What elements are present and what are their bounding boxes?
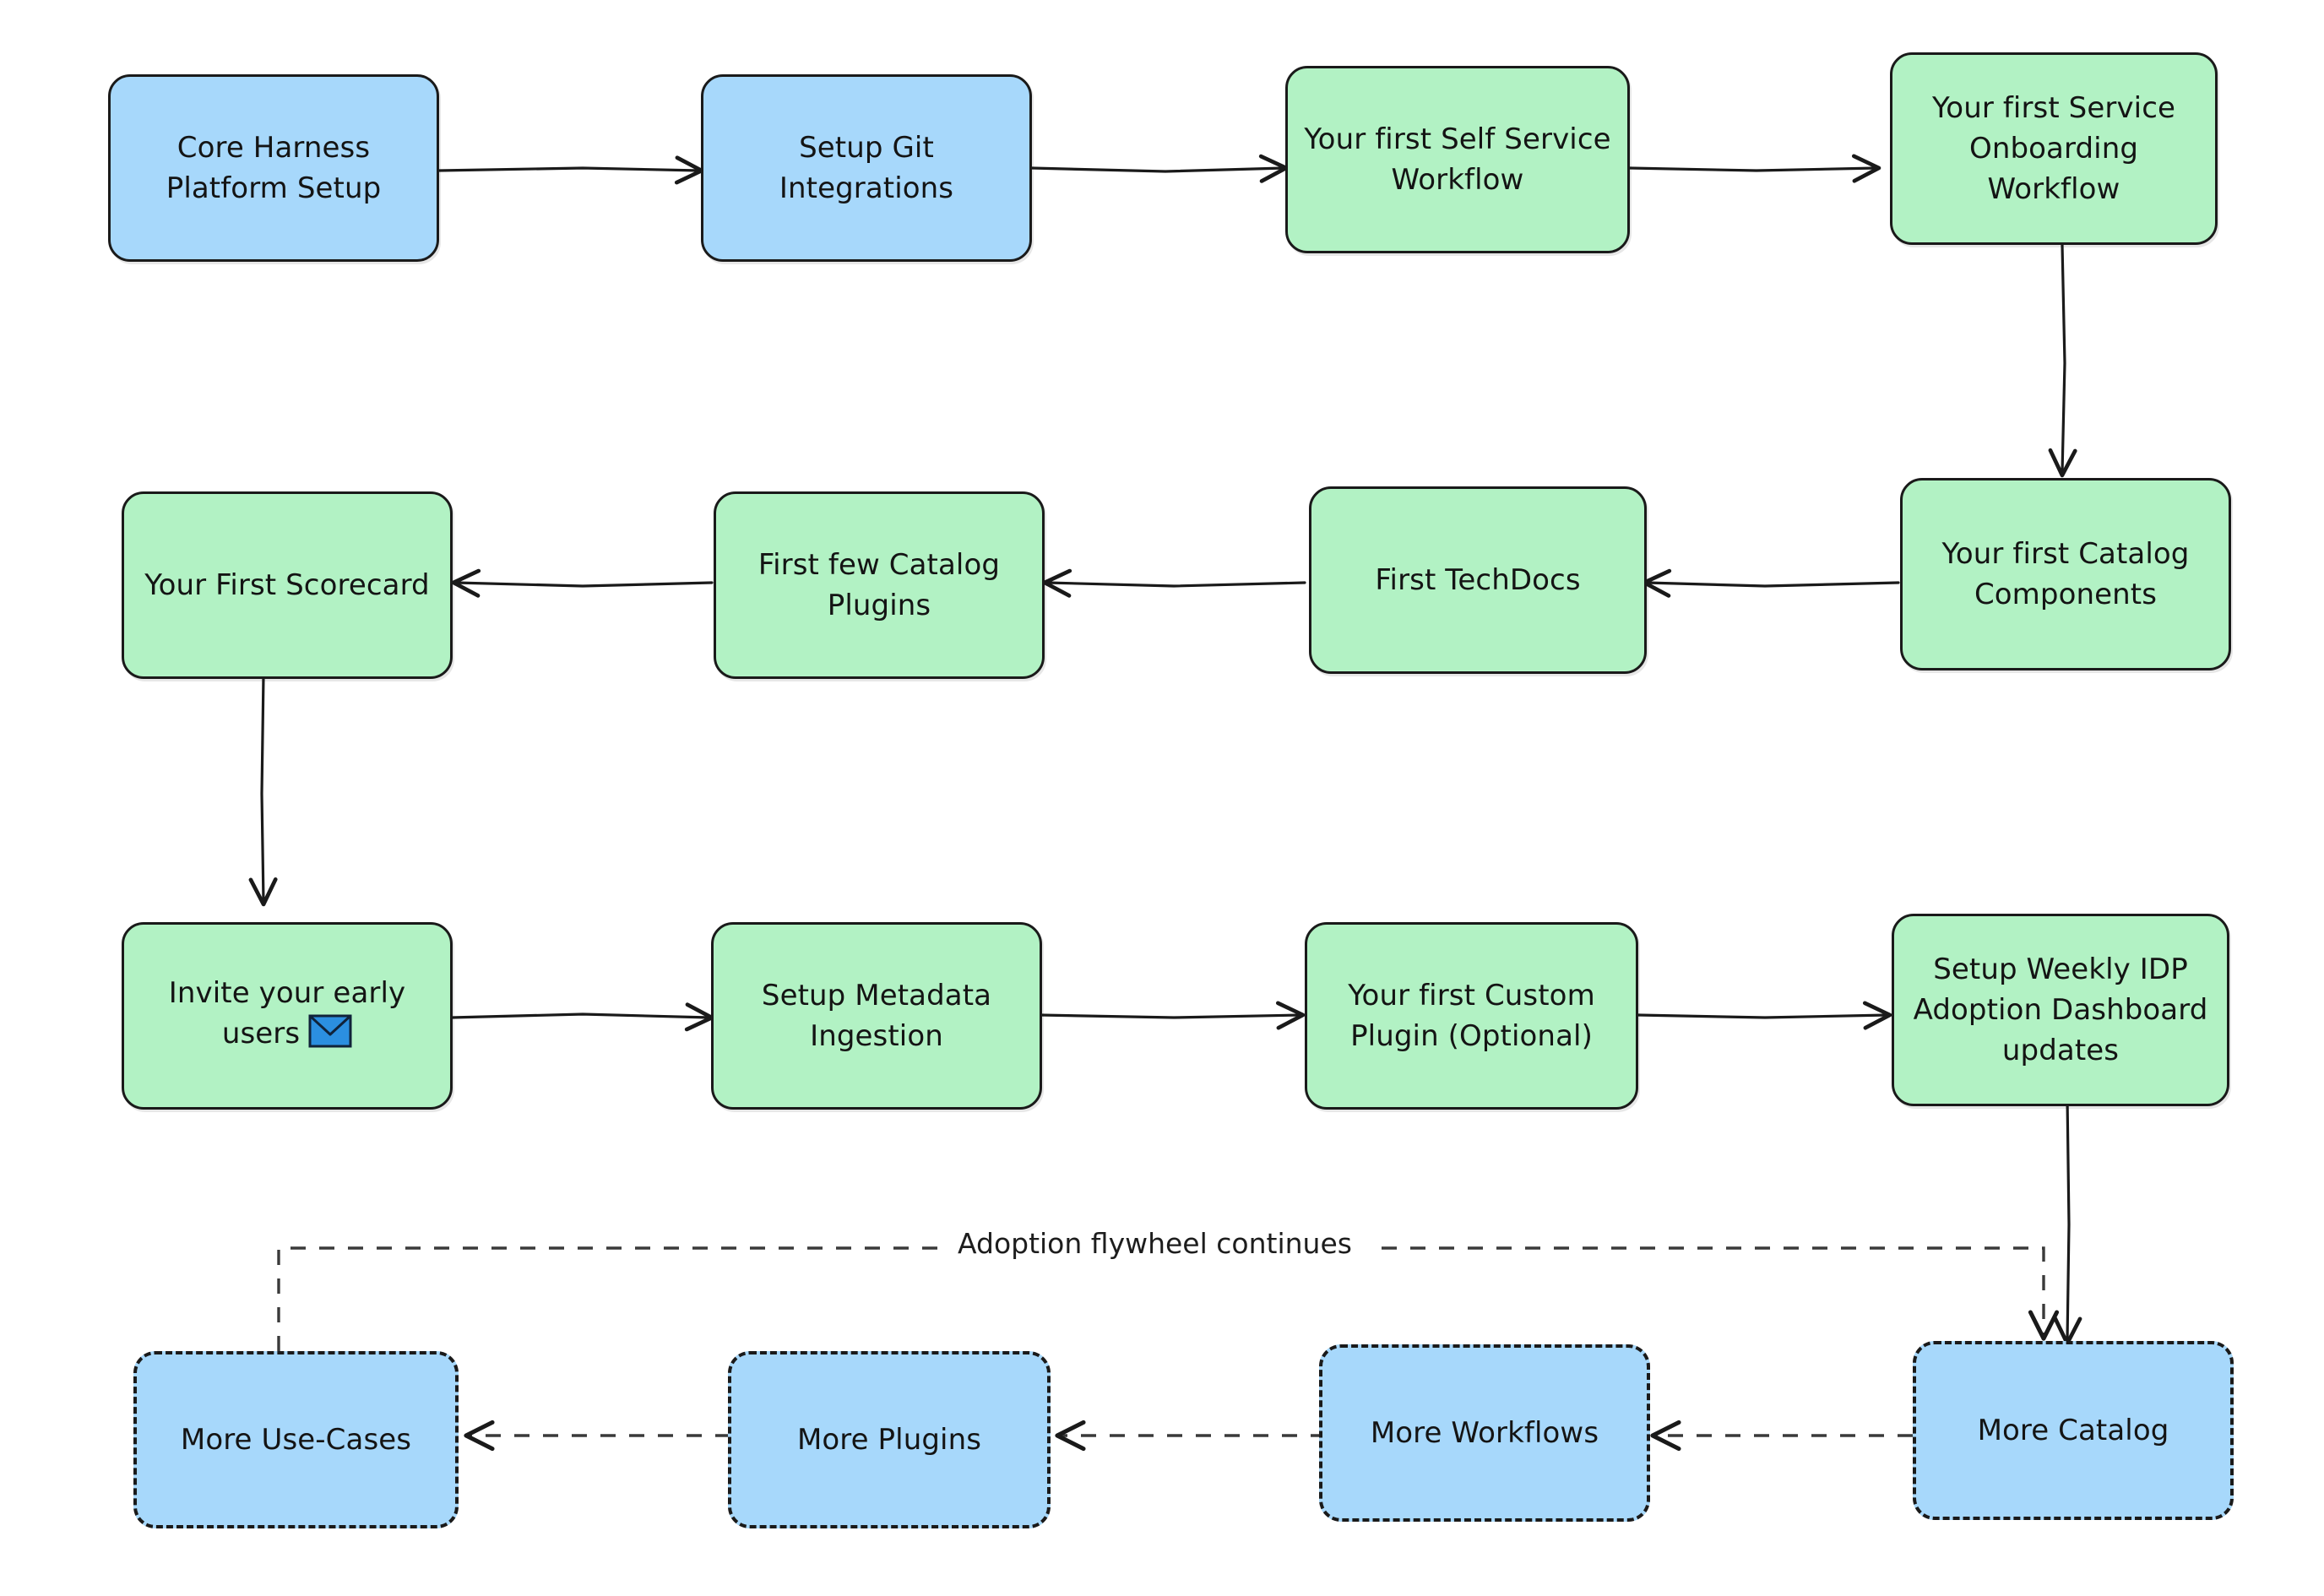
node-label: Setup Weekly IDP Adoption Dashboard upda… [1913, 952, 2208, 1068]
node-label: More Workflows [1370, 1415, 1599, 1450]
node-label: First few Catalog Plugins [757, 547, 1001, 622]
envelope-icon [308, 1014, 352, 1059]
node-label: Setup Metadata Ingestion [761, 978, 992, 1053]
node-setup-git-integrations[interactable]: Setup Git Integrations [701, 74, 1032, 262]
node-core-harness-platform-setup[interactable]: Core Harness Platform Setup [108, 74, 439, 262]
node-invite-your-early-users[interactable]: Invite your early users [122, 922, 453, 1110]
node-setup-weekly-idp-adoption-dashboard-updates[interactable]: Setup Weekly IDP Adoption Dashboard upda… [1892, 914, 2229, 1106]
edge-onboarding-to-catalogcomponents [2048, 243, 2077, 478]
node-label: More Plugins [796, 1422, 982, 1457]
node-your-first-self-service-workflow[interactable]: Your first Self Service Workflow [1285, 66, 1630, 253]
edge-selfservice-to-onboarding [1628, 154, 1881, 183]
edge-scorecard-to-invite [248, 674, 278, 907]
edge-flywheel-loop [277, 1246, 2044, 1351]
edge-metadata-to-customplugin [1039, 1001, 1306, 1030]
edge-catalogplugins-to-scorecard [451, 568, 714, 598]
node-more-workflows[interactable]: More Workflows [1319, 1344, 1650, 1522]
node-more-plugins[interactable]: More Plugins [728, 1351, 1051, 1528]
edge-catalogcomponents-to-techdocs [1642, 568, 1900, 598]
edge-dashboard-to-morecatalog [2053, 1096, 2082, 1346]
node-label: Invite your early users [169, 973, 405, 1060]
node-label: Core Harness Platform Setup [166, 130, 382, 205]
edge-customplugin-to-dashboard [1637, 1001, 1892, 1030]
edge-label-adoption-flywheel: Adoption flywheel continues [948, 1228, 1362, 1260]
node-label: Your first Catalog Components [1941, 536, 2190, 611]
node-label: Your first Custom Plugin (Optional) [1348, 978, 1595, 1053]
node-more-catalog[interactable]: More Catalog [1913, 1341, 2234, 1520]
node-label: First TechDocs [1375, 562, 1581, 597]
edge-invite-to-metadata [450, 1002, 714, 1032]
node-label: Setup Git Integrations [779, 130, 954, 205]
edge-techdocs-to-catalogplugins [1042, 568, 1306, 598]
node-your-first-service-onboarding-workflow[interactable]: Your first Service Onboarding Workflow [1890, 52, 2218, 245]
node-label: More Catalog [1977, 1413, 2169, 1447]
node-your-first-catalog-components[interactable]: Your first Catalog Components [1900, 478, 2231, 670]
node-setup-metadata-ingestion[interactable]: Setup Metadata Ingestion [711, 922, 1042, 1110]
node-more-use-cases[interactable]: More Use-Cases [133, 1351, 459, 1528]
edge-git-to-selfservice [1030, 154, 1289, 183]
edge-core-to-git [437, 155, 704, 185]
node-label: Your First Scorecard [144, 567, 430, 602]
node-your-first-scorecard[interactable]: Your First Scorecard [122, 491, 453, 679]
node-label: More Use-Cases [180, 1422, 412, 1457]
node-first-techdocs[interactable]: First TechDocs [1309, 486, 1647, 674]
node-first-few-catalog-plugins[interactable]: First few Catalog Plugins [714, 491, 1045, 679]
node-label: Your first Self Service Workflow [1304, 122, 1611, 197]
node-label: Your first Service Onboarding Workflow [1931, 90, 2176, 207]
node-your-first-custom-plugin[interactable]: Your first Custom Plugin (Optional) [1305, 922, 1638, 1110]
